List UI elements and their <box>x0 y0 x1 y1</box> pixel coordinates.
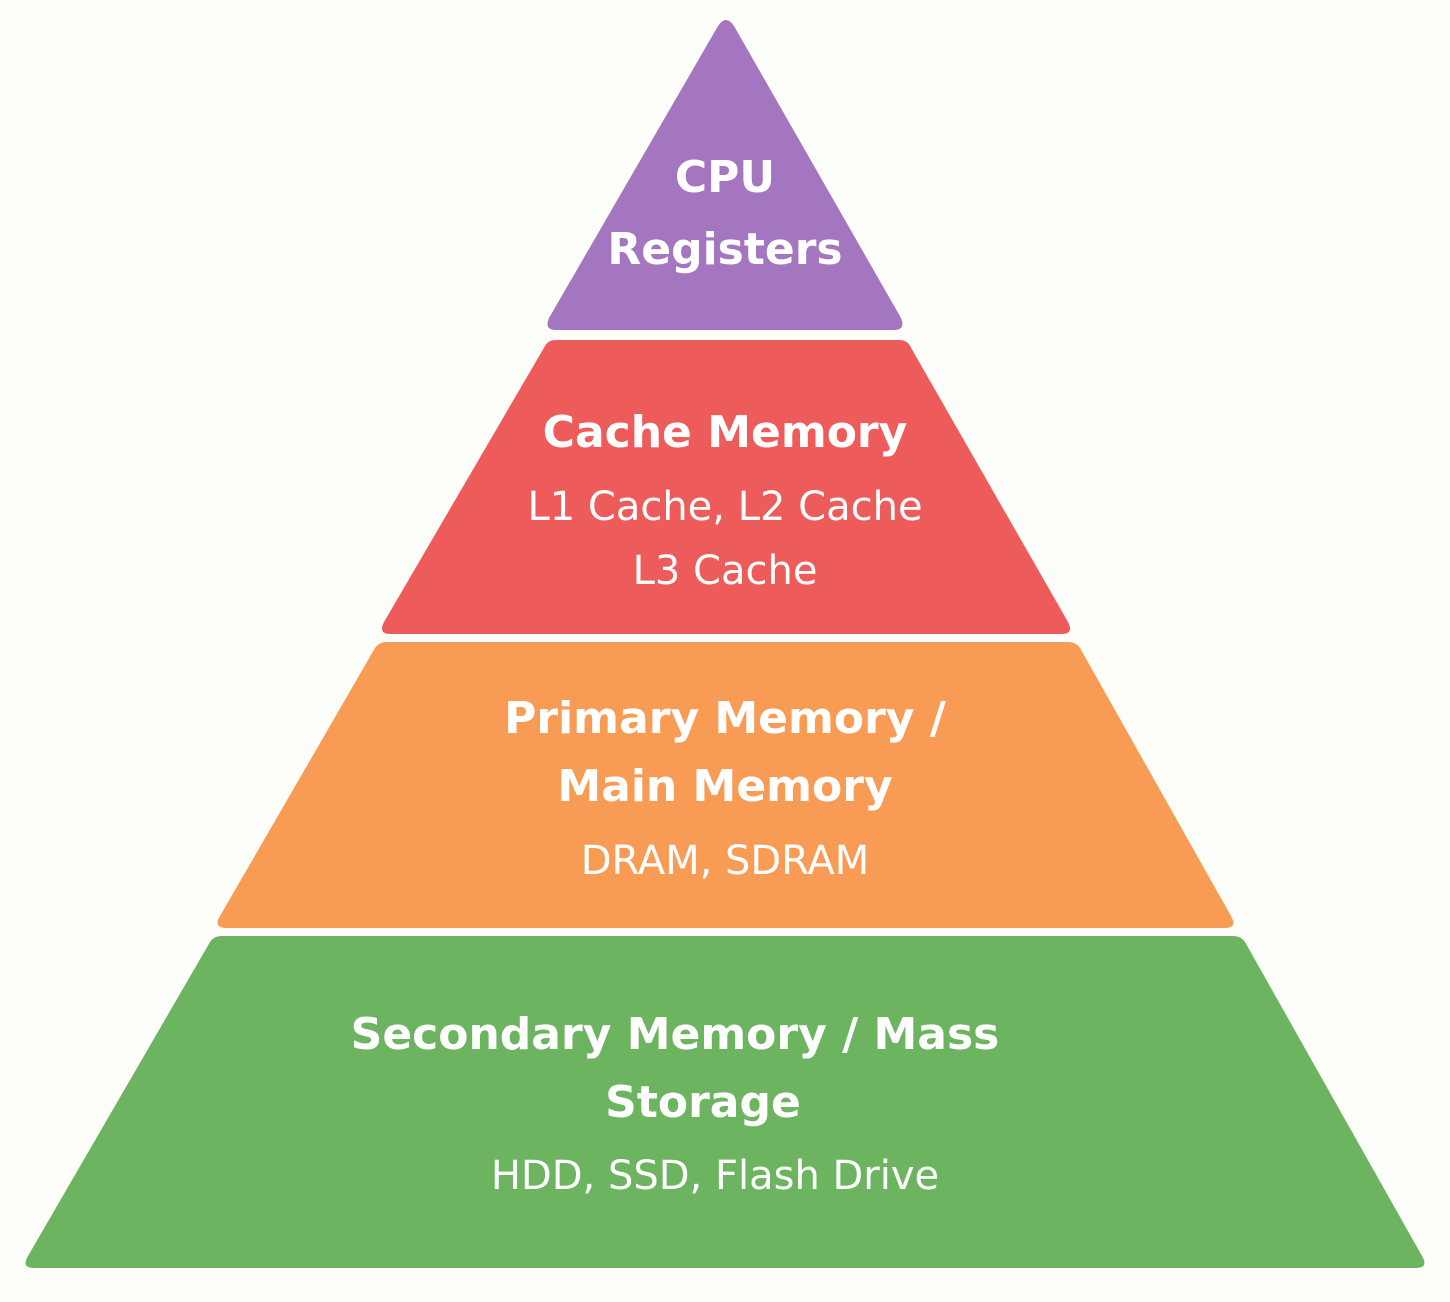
tier-cache-memory-detail-line-2: L3 Cache <box>632 548 818 594</box>
tier-primary-memory-title-line-2: Main Memory <box>557 761 893 812</box>
tier-secondary-memory-title-line-1: Secondary Memory / Mass <box>350 1009 1000 1060</box>
tier-cpu-registers-title-line-1: CPU <box>674 152 776 203</box>
tier-cpu-registers-shape <box>547 20 903 330</box>
tier-cache-memory-title: Cache Memory <box>542 407 908 458</box>
tier-cpu-registers-title-line-2: Registers <box>607 224 843 275</box>
tier-secondary-memory-title-line-2: Storage <box>605 1077 801 1128</box>
tier-cache-memory-detail-line-1: L1 Cache, L2 Cache <box>527 484 923 530</box>
tier-cache-memory-shape <box>382 340 1070 634</box>
tier-primary-memory-title-line-1: Primary Memory / <box>504 693 946 744</box>
tier-primary-memory-shape <box>217 642 1234 928</box>
tier-secondary-memory-shape <box>25 936 1425 1268</box>
tier-secondary-memory-detail: HDD, SSD, Flash Drive <box>490 1153 940 1199</box>
tier-primary-memory-detail: DRAM, SDRAM <box>580 838 870 884</box>
